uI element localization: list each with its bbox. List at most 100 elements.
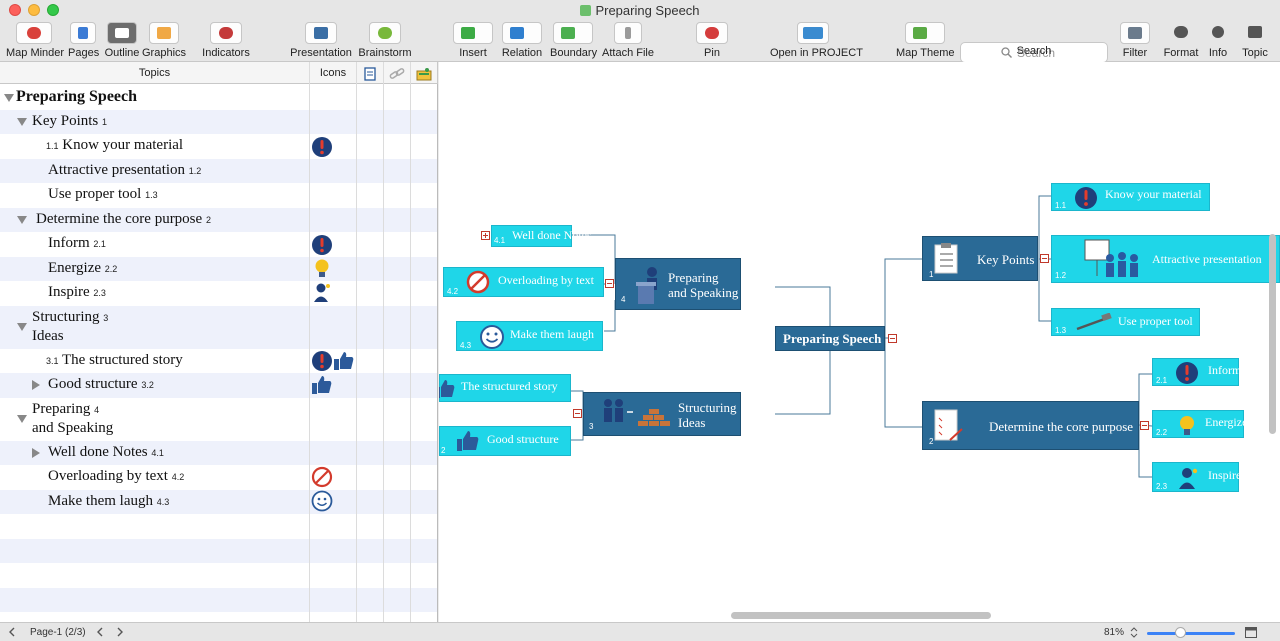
open-in-project-button[interactable]: Open in PROJECT — [770, 20, 863, 59]
pages-button[interactable]: Pages — [68, 20, 99, 59]
search-icon — [1001, 47, 1012, 58]
expand-triangle-icon[interactable] — [32, 380, 40, 390]
minimize-window-button[interactable] — [28, 4, 40, 16]
vertical-scrollbar[interactable] — [1269, 234, 1276, 434]
next-page-icon[interactable] — [116, 627, 124, 637]
structured-story-node[interactable]: The structured story — [439, 374, 571, 402]
boundary-icon — [553, 22, 593, 44]
well-done-notes-node[interactable]: 4.1 Well done Notes — [491, 225, 592, 247]
make-them-laugh-node[interactable]: 4.3 Make them laugh — [456, 321, 603, 351]
energize-node[interactable]: 2.2 Energize — [1152, 410, 1247, 438]
insert-button[interactable]: Insert — [452, 20, 494, 59]
link-icon — [389, 68, 405, 79]
outline-row-3[interactable] — [0, 158, 437, 183]
thumbs-up-icon — [439, 380, 455, 398]
topics-column-header[interactable]: Topics — [0, 62, 310, 84]
collapse-toggle[interactable] — [888, 334, 897, 343]
filter-button[interactable]: Filter — [1120, 20, 1150, 59]
collapse-toggle[interactable] — [573, 409, 582, 418]
collapse-toggle[interactable] — [1040, 254, 1049, 263]
outline-row-1[interactable] — [0, 109, 437, 134]
topic-button[interactable]: Topic — [1240, 20, 1270, 59]
outline-row-11[interactable] — [0, 373, 437, 398]
notes-column-header[interactable] — [357, 62, 384, 84]
task-column-header[interactable] — [411, 62, 438, 84]
outline-row-15[interactable] — [0, 489, 437, 514]
format-button[interactable]: Format — [1162, 20, 1200, 59]
outline-row-13[interactable] — [0, 440, 437, 465]
collapse-toggle[interactable] — [605, 279, 614, 288]
collapse-toggle[interactable] — [1140, 421, 1149, 430]
use-proper-tool-node[interactable]: 1.3 Use proper tool — [1051, 308, 1200, 336]
inspire-node[interactable]: 2.3 Inspire — [1152, 462, 1241, 492]
status-bar: Page-1 (2/3) 81% — [0, 622, 1280, 641]
fit-window-icon[interactable] — [1245, 627, 1257, 638]
central-topic-node[interactable]: Preparing Speech — [775, 326, 885, 351]
indicators-icon — [210, 22, 242, 44]
expand-toggle[interactable] — [481, 231, 490, 240]
zoom-slider-handle[interactable] — [1175, 627, 1186, 638]
empty-row — [0, 587, 437, 612]
outline-row-7[interactable] — [0, 256, 437, 281]
outline-button[interactable]: Outline — [104, 20, 140, 59]
brainstorm-button[interactable]: Brainstorm — [357, 20, 413, 59]
structuring-ideas-node[interactable]: 3 Structuring Ideas — [583, 392, 741, 436]
collapse-triangle-icon[interactable] — [17, 118, 27, 126]
attractive-presentation-node[interactable]: 1.2 Attractive presentation — [1051, 235, 1280, 283]
key-points-node[interactable]: 1 Key Points — [922, 236, 1038, 281]
outline-row-9[interactable] — [0, 305, 437, 349]
palette-icon — [1167, 22, 1195, 44]
zoom-level[interactable]: 81% — [1104, 627, 1125, 638]
mind-map-canvas[interactable]: Preparing Speech 1 Key Points 1.1 Know y… — [439, 62, 1280, 622]
map-theme-button[interactable]: Map Theme — [896, 20, 955, 59]
outline-topic-root: Preparing Speech — [16, 88, 138, 105]
title-bar: Preparing Speech — [0, 0, 1280, 20]
horizontal-scrollbar[interactable] — [731, 612, 991, 619]
column-divider — [383, 62, 384, 622]
core-purpose-node[interactable]: 2 Determine the core purpose — [922, 401, 1139, 450]
info-button[interactable]: Info — [1206, 20, 1230, 59]
relation-button[interactable]: Relation — [500, 20, 544, 59]
pin-button[interactable]: Pin — [694, 20, 730, 59]
attach-file-button[interactable]: Attach File — [602, 20, 654, 59]
expand-triangle-icon[interactable] — [32, 448, 40, 458]
zoom-slider[interactable] — [1147, 632, 1235, 635]
collapse-triangle-icon[interactable] — [4, 94, 14, 102]
close-window-button[interactable] — [9, 4, 21, 16]
prohibited-icon — [466, 270, 490, 294]
collapse-triangle-icon[interactable] — [17, 216, 27, 224]
previous-page-icon[interactable] — [96, 627, 104, 637]
graphics-button[interactable]: Graphics — [142, 20, 186, 59]
checklist-icon — [934, 409, 963, 441]
smiley-icon — [311, 490, 333, 512]
map-minder-button[interactable]: Map Minder — [6, 20, 64, 59]
thumbs-up-icon — [334, 352, 354, 370]
zoom-window-button[interactable] — [47, 4, 59, 16]
indicators-button[interactable]: Indicators — [200, 20, 252, 59]
overloading-node[interactable]: 4.2 Overloading by text — [443, 267, 604, 297]
outline-topic: Use proper tool 1.3 — [48, 186, 158, 202]
presentation-button[interactable]: Presentation — [290, 20, 352, 59]
preparing-speaking-node[interactable]: 4 Preparing and Speaking — [615, 258, 741, 310]
know-your-material-node[interactable]: 1.1 Know your material — [1051, 183, 1210, 211]
icons-column-header[interactable]: Icons — [310, 62, 357, 84]
insert-icon — [453, 22, 493, 44]
good-structure-node[interactable]: 2 Good structure — [439, 426, 571, 456]
search-input[interactable]: Search — [960, 42, 1108, 63]
outline-topic: Key Points 1 — [32, 113, 108, 129]
presentation-icon — [305, 22, 337, 44]
lightbulb-icon — [1180, 416, 1194, 435]
person-icon — [1179, 468, 1198, 489]
outline-topic: Inspire 2.3 — [48, 284, 106, 300]
previous-page-icon[interactable] — [8, 627, 16, 637]
empty-row — [0, 514, 437, 539]
inform-node[interactable]: 2.1 Inform — [1152, 358, 1241, 386]
zoom-stepper-icon[interactable] — [1130, 627, 1138, 638]
boundary-button[interactable]: Boundary — [550, 20, 597, 59]
links-column-header[interactable] — [384, 62, 411, 84]
collapse-triangle-icon[interactable] — [17, 415, 27, 423]
outline-topic: Good structure 3.2 — [48, 376, 154, 392]
priority-icon — [312, 137, 332, 157]
outline-row-5[interactable] — [0, 207, 437, 232]
collapse-triangle-icon[interactable] — [17, 323, 27, 331]
